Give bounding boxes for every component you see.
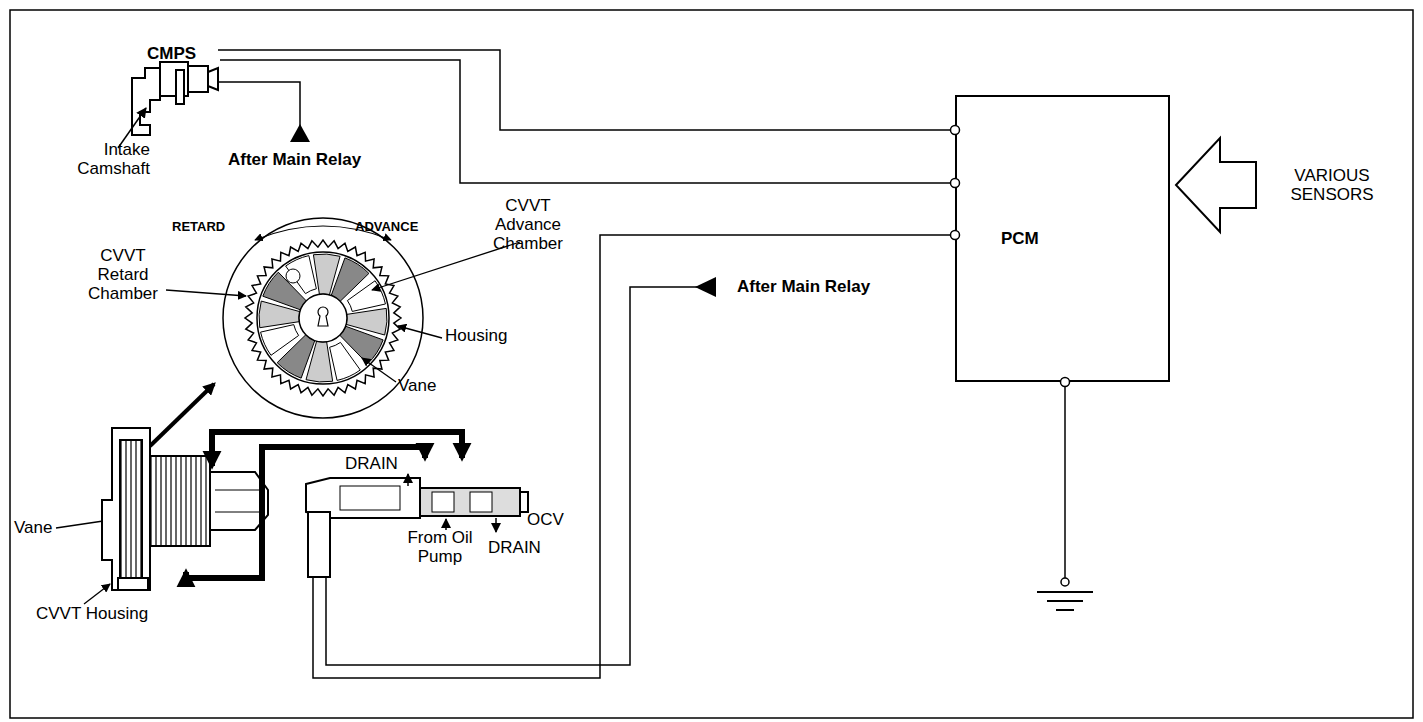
relay-triangle: [695, 277, 716, 297]
pcm-terminal: [951, 126, 960, 135]
relay-triangle: [290, 124, 310, 142]
input-label: VARIOUS SENSORS: [1262, 166, 1402, 204]
part-label: CVVT Housing: [36, 604, 148, 623]
part-label: Housing: [445, 326, 507, 345]
part-label: CVVT Advance Chamber: [478, 196, 578, 253]
node-label: OCV: [527, 510, 564, 529]
signal-wire: [313, 235, 955, 678]
port-label: DRAIN: [345, 454, 398, 473]
view-arrow: [150, 384, 214, 446]
pcm-terminal: [951, 231, 960, 240]
cmps-wires: [218, 50, 300, 126]
ocv-relay-wire: [326, 287, 697, 665]
part-label: Intake Camshaft: [40, 140, 150, 178]
oil-control-valve: [306, 478, 528, 577]
supply-label: After Main Relay: [737, 277, 870, 296]
signal-wire: [220, 60, 955, 183]
direction-label: RETARD: [172, 220, 225, 235]
cvvt-cross-section: [102, 428, 268, 590]
part-label: Vane: [14, 518, 52, 537]
cvvt-phaser-view: [223, 218, 423, 418]
pcm-terminal: [1061, 378, 1070, 387]
input-arrow: [1176, 138, 1256, 232]
sensor-node: CMPS: [135, 40, 220, 100]
signal-wire: [220, 50, 955, 130]
leader-lines: [56, 242, 520, 604]
drain-arrows: [408, 474, 496, 532]
control-module-box: PCM: [955, 95, 1170, 382]
pcm-terminal: [951, 179, 960, 188]
node-label: PCM: [1001, 229, 1039, 248]
part-label: Vane: [398, 376, 436, 395]
port-label: DRAIN: [488, 538, 541, 557]
cam-position-sensor: [132, 62, 218, 135]
frame: [10, 10, 1413, 718]
port-label: From Oil Pump: [400, 528, 480, 566]
node-label: CMPS: [147, 44, 196, 63]
direction-label: ADVANCE: [355, 220, 418, 235]
supply-label: After Main Relay: [228, 150, 361, 169]
ground-symbol: [1037, 382, 1093, 610]
part-label: CVVT Retard Chamber: [78, 246, 168, 303]
